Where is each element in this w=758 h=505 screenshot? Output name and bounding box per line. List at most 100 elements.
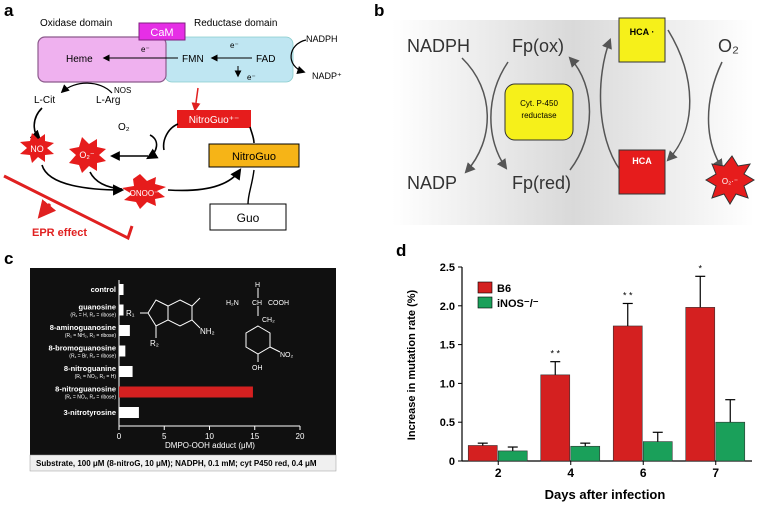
d-xtick-label: 7 (712, 466, 719, 480)
arrow-fpox-to-fpred (490, 61, 509, 170)
arrow-arg-to-cit (60, 82, 113, 94)
onoo-star (122, 174, 166, 209)
hca-radical-box (618, 17, 666, 63)
no-label: NO (30, 144, 44, 154)
d-y-axis-label: Increase in mutation rate (%) (406, 289, 418, 440)
c-category-label: guanosine (78, 303, 116, 312)
panel-c-plot-background (30, 268, 336, 455)
panel-b-label: b (374, 1, 384, 20)
nos-label: NOS (114, 86, 131, 95)
struct-h2n: H₂N (226, 300, 239, 307)
panel-d-label: d (396, 241, 406, 260)
nitroguo-box (208, 143, 300, 168)
purine-five-ring (147, 299, 169, 327)
d-ytick-label: 1.5 (440, 340, 455, 352)
nitroguo-radical-box (177, 110, 251, 128)
c-bar (119, 284, 124, 295)
c-category-sublabel: (R₁ = NH₂, R₂ = ribose) (65, 333, 116, 339)
struct-h: H (255, 282, 260, 289)
hca-radical-label: HCA · (630, 27, 655, 37)
arrow-no-to-onoo (41, 164, 125, 196)
nitroguo-radical-label: NitroGuo⁺⁻ (189, 115, 240, 126)
arrow-hca-to-hca-radical (599, 38, 621, 171)
arrow-guo-up (247, 169, 255, 205)
d-xticks: 2 4 6 7 (495, 461, 719, 480)
struct-no2: NO₂ (280, 352, 294, 359)
electron-label-3: e⁻ (247, 73, 256, 82)
purine-carbonyl (191, 297, 201, 307)
oxidase-domain-box (37, 36, 167, 83)
cam-label: CaM (150, 27, 173, 39)
legend-swatch-b6 (477, 281, 493, 294)
arrow-radical-to-nitroguo (249, 126, 255, 144)
c-xtick-label: 5 (162, 432, 167, 441)
nitroguo-label: NitroGuo (232, 151, 276, 163)
b-o2-label: O₂ (718, 36, 739, 56)
arrow-nadph-cycle (290, 39, 307, 74)
panel-c-label: c (4, 249, 13, 268)
d-yticks: 00.51.01.52.02.5 (440, 262, 462, 468)
struct-ch2: CH₂ (262, 317, 275, 324)
legend-label-b6: B6 (497, 283, 511, 295)
l-cit-label: L-Cit (34, 95, 55, 106)
arrow-red-to-radical (191, 87, 201, 112)
cam-box (138, 22, 186, 41)
d-bars: * ** ** (467, 263, 746, 462)
c-category-sublabel: (R₁ = Br, R₂ = ribose) (69, 354, 116, 360)
hca-box (618, 149, 666, 195)
c-bar (119, 386, 253, 398)
superoxide-star (69, 137, 106, 173)
d-significance-label: * * (623, 290, 633, 300)
c-x-axis-label: DMPO-OOH adduct (μM) (165, 441, 255, 450)
c-bar (119, 407, 139, 418)
arrow-fpred-to-fpox (568, 56, 591, 171)
purine-amine-bond (191, 319, 201, 329)
arrow-to-no (29, 107, 43, 142)
nadp-label: NADP⁺ (312, 71, 342, 81)
epr-bracket (3, 174, 134, 241)
c-xtick-label: 0 (117, 432, 122, 441)
d-ytick-label: 0.5 (440, 417, 455, 429)
d-xtick-label: 2 (495, 466, 502, 480)
d-bar (540, 374, 571, 462)
cyt-p450-label: Cyt. P-450 reductase (520, 99, 558, 120)
c-xtick-label: 10 (205, 432, 214, 441)
fp-red-label: Fp(red) (512, 173, 571, 193)
c-xtick-label: 20 (296, 432, 305, 441)
d-ytick-label: 2.5 (440, 262, 455, 274)
legend-swatch-inos (477, 296, 493, 309)
guo-box (209, 203, 287, 231)
b-nadp-label: NADP (407, 173, 457, 193)
electron-label-1: e⁻ (141, 45, 150, 54)
arrow-nadph-to-nadp (461, 57, 488, 174)
c-category-label: control (91, 285, 116, 294)
struct-oh: OH (252, 365, 263, 372)
d-xtick-label: 4 (567, 466, 574, 480)
d-xtick-label: 6 (640, 466, 647, 480)
d-legend: B6 iNOS⁻/⁻ (477, 281, 539, 310)
panel-b: b NADPH NADP Fp(ox) Fp(red) O₂ Cyt. P-45… (374, 1, 755, 225)
c-category-label: 3-nitrotyrosine (63, 408, 116, 417)
c-category-sublabel: (R₁ = NO₂, R₂ = ribose) (65, 395, 117, 401)
d-ytick-label: 0 (449, 456, 455, 468)
c-category-label: 8-nitroguanosine (55, 385, 116, 394)
b-nadph-label: NADPH (407, 36, 470, 56)
d-bar (612, 325, 643, 462)
panel-c-footer-box (29, 454, 337, 472)
nadph-label: NADPH (306, 34, 338, 44)
onoo-label: ONOO⁻ (130, 189, 159, 198)
panel-a: a Oxidase domain Reductase domain CaM He… (3, 1, 342, 241)
panel-c-footer: Substrate, 100 μM (8-nitroG, 10 μM); NAD… (36, 459, 317, 468)
c-category-label: 8-nitroguanine (64, 364, 116, 373)
hca-label: HCA (632, 156, 652, 166)
d-bar (642, 441, 673, 462)
c-category-label: 8-aminoguanosine (50, 323, 116, 332)
d-ytick-label: 1.0 (440, 378, 455, 390)
struct-r2: R₂ (150, 339, 159, 348)
d-bar (467, 445, 498, 462)
nt-no2-bond (269, 346, 281, 353)
d-bar (497, 450, 528, 462)
struct-ch: CH (252, 300, 262, 307)
